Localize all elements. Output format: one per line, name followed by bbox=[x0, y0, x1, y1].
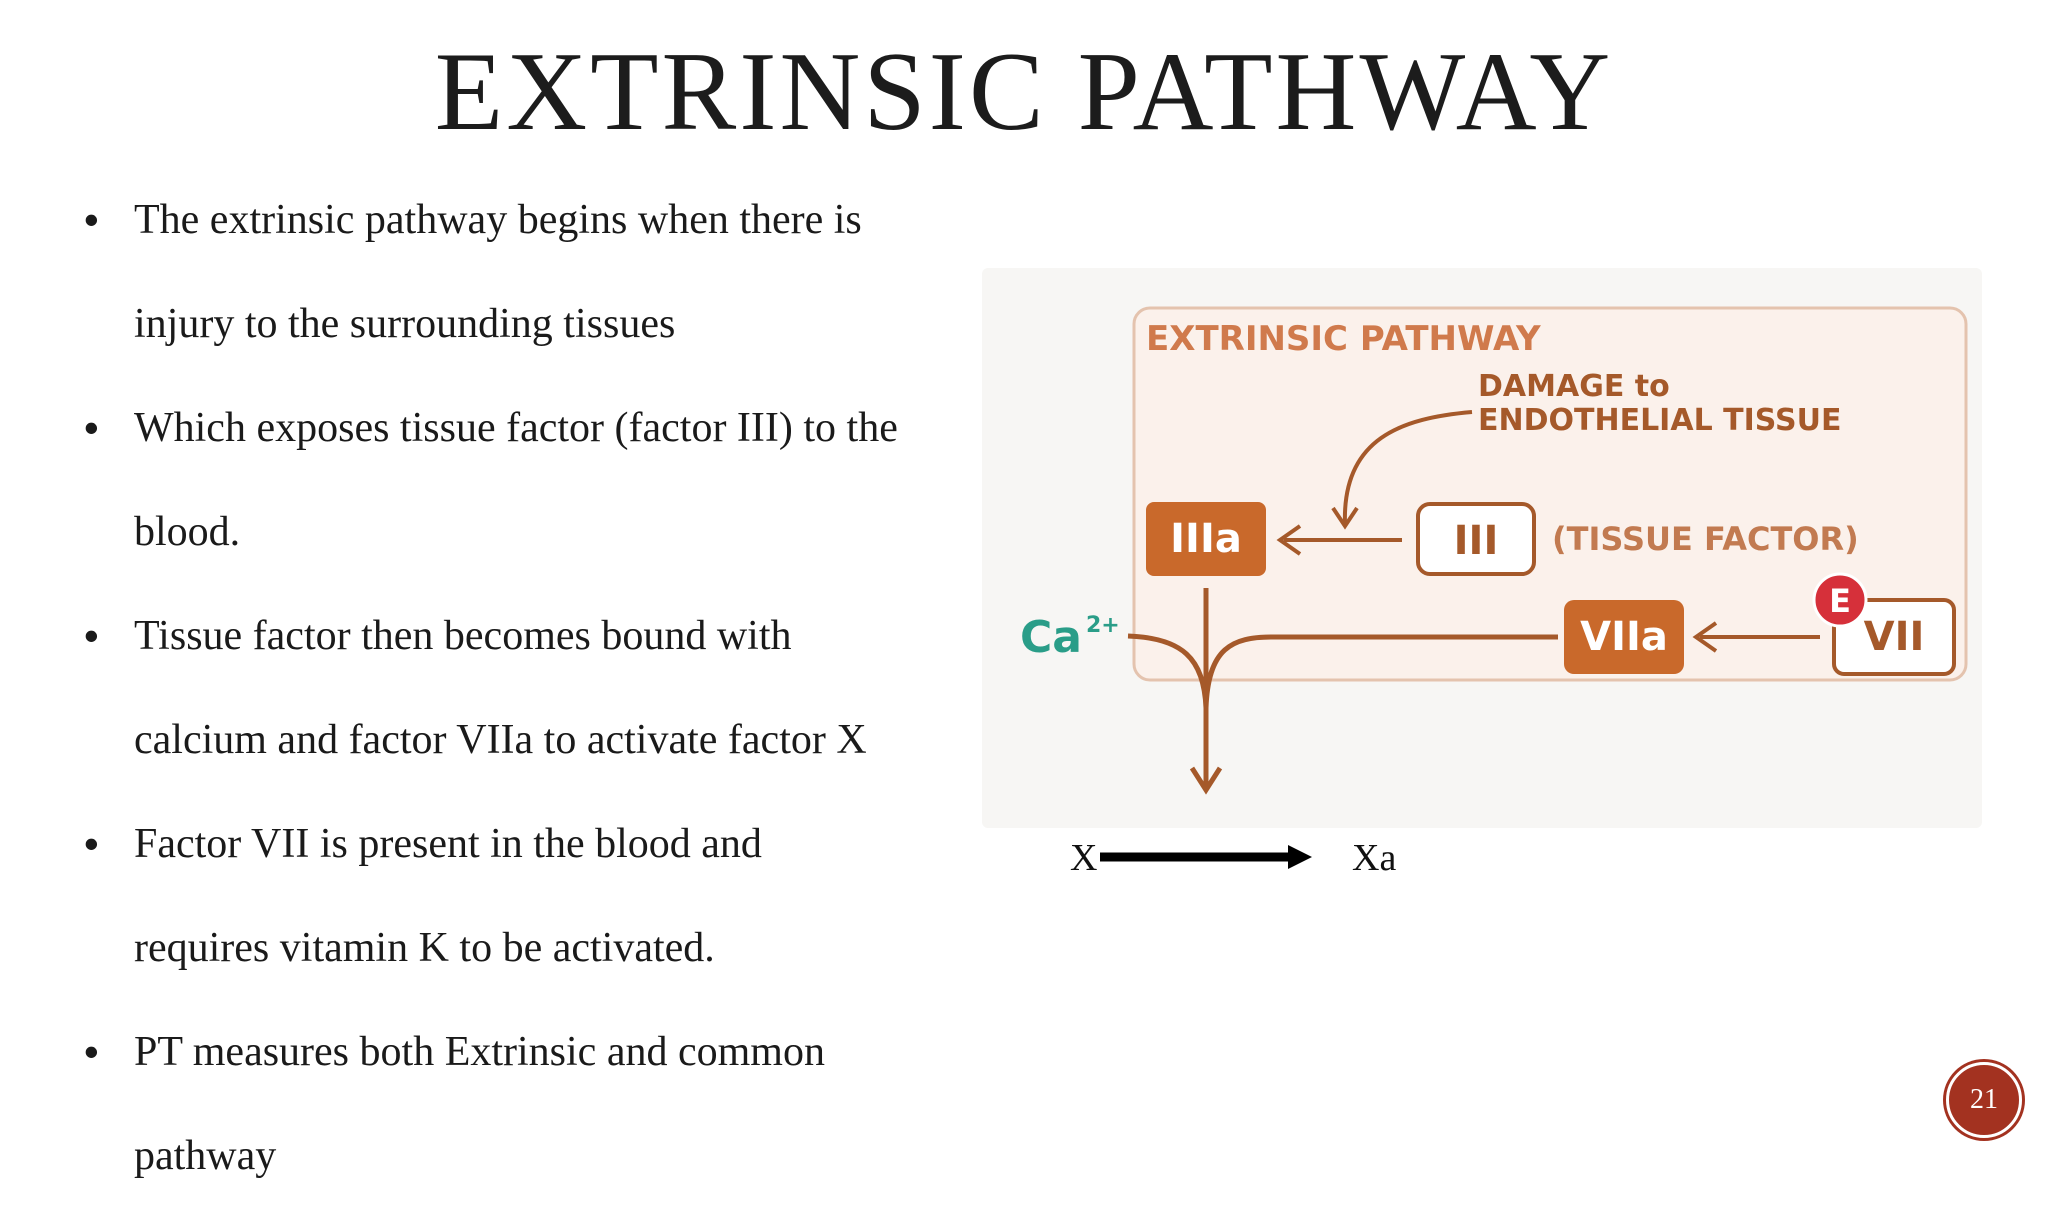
bullet-item: • PT measures both Extrinsic and common bbox=[80, 1000, 1060, 1104]
tissue-factor-label: (TISSUE FACTOR) bbox=[1552, 520, 1859, 558]
slide-title: EXTRINSIC PATHWAY bbox=[434, 30, 1614, 154]
bullet-marker: • bbox=[84, 196, 99, 243]
factor-IIIa-label: IIIa bbox=[1170, 516, 1242, 562]
damage-label-line2: ENDOTHELIAL TISSUE bbox=[1478, 403, 1841, 438]
arrow-III-to-IIIa-head bbox=[1276, 524, 1302, 556]
bullet-marker: • bbox=[84, 612, 99, 659]
bullet-continuation: calcium and factor VIIa to activate fact… bbox=[80, 688, 1060, 792]
bullet-item: • Factor VII is present in the blood and bbox=[80, 792, 1060, 896]
bullet-item: • The extrinsic pathway begins when there… bbox=[80, 168, 1060, 272]
bullet-text: injury to the surrounding tissues bbox=[134, 301, 676, 347]
bullet-text: Which exposes tissue factor (factor III)… bbox=[134, 405, 898, 451]
extrinsic-pathway-diagram: EXTRINSIC PATHWAY DAMAGE to ENDOTHELIAL … bbox=[982, 268, 1982, 879]
bullet-continuation: pathway bbox=[80, 1104, 1060, 1208]
damage-arrow-head bbox=[1331, 506, 1359, 530]
factor-IIIa-box bbox=[1146, 502, 1266, 576]
factor-III-label: III bbox=[1454, 518, 1499, 564]
x-to-xa-arrow-head bbox=[1288, 845, 1312, 869]
factor-VII-label: VII bbox=[1864, 614, 1925, 660]
calcium-charge: 2+ bbox=[1086, 613, 1120, 638]
bullet-text: pathway bbox=[134, 1133, 277, 1179]
factor-VII-box bbox=[1832, 598, 1956, 676]
bullet-text: blood. bbox=[134, 509, 241, 555]
trunk-arrow-head bbox=[1189, 766, 1223, 795]
page-number-badge: 21 bbox=[1946, 1062, 2022, 1138]
bullet-marker: • bbox=[84, 404, 99, 451]
calcium-label: Ca bbox=[1020, 612, 1082, 663]
bullet-item: • Tissue factor then becomes bound with bbox=[80, 584, 1060, 688]
bullet-continuation: blood. bbox=[80, 480, 1060, 584]
factor-III-box bbox=[1416, 502, 1536, 576]
bullet-list: • The extrinsic pathway begins when there… bbox=[80, 168, 1060, 1208]
calcium-to-trunk-line bbox=[1127, 633, 1209, 709]
bullet-text: Factor VII is present in the blood and bbox=[134, 821, 762, 867]
damage-label-line1: DAMAGE to bbox=[1478, 369, 1670, 404]
bullet-continuation: requires vitamin K to be activated. bbox=[80, 896, 1060, 1000]
factor-VIIa-box bbox=[1564, 600, 1684, 674]
factor-Xa-label: Xa bbox=[1352, 837, 1397, 879]
factor-X-label: X bbox=[1070, 837, 1098, 879]
vitamin-badge bbox=[1812, 572, 1868, 628]
bullet-marker: • bbox=[84, 820, 99, 867]
bullet-text: calcium and factor VIIa to activate fact… bbox=[134, 717, 867, 763]
VIIa-to-trunk-line bbox=[1203, 634, 1558, 709]
bullet-text: Tissue factor then becomes bound with bbox=[134, 613, 792, 659]
arrow-VII-to-VIIa-head bbox=[1692, 621, 1718, 653]
damage-arrow bbox=[1342, 410, 1473, 525]
diagram-svg: EXTRINSIC PATHWAY DAMAGE to ENDOTHELIAL … bbox=[1020, 306, 1968, 869]
diagram-heading: EXTRINSIC PATHWAY bbox=[1146, 319, 1541, 359]
bullet-continuation: injury to the surrounding tissues bbox=[80, 272, 1060, 376]
diagram-panel bbox=[1132, 306, 1968, 682]
vitamin-badge-label: E bbox=[1829, 582, 1851, 620]
bullet-text: The extrinsic pathway begins when there … bbox=[134, 197, 862, 243]
bullet-text: requires vitamin K to be activated. bbox=[134, 925, 715, 971]
bullet-marker: • bbox=[84, 1028, 99, 1075]
factor-VIIa-label: VIIa bbox=[1580, 614, 1668, 660]
bullet-item: • Which exposes tissue factor (factor III… bbox=[80, 376, 1060, 480]
bullet-text: PT measures both Extrinsic and common bbox=[134, 1029, 825, 1075]
